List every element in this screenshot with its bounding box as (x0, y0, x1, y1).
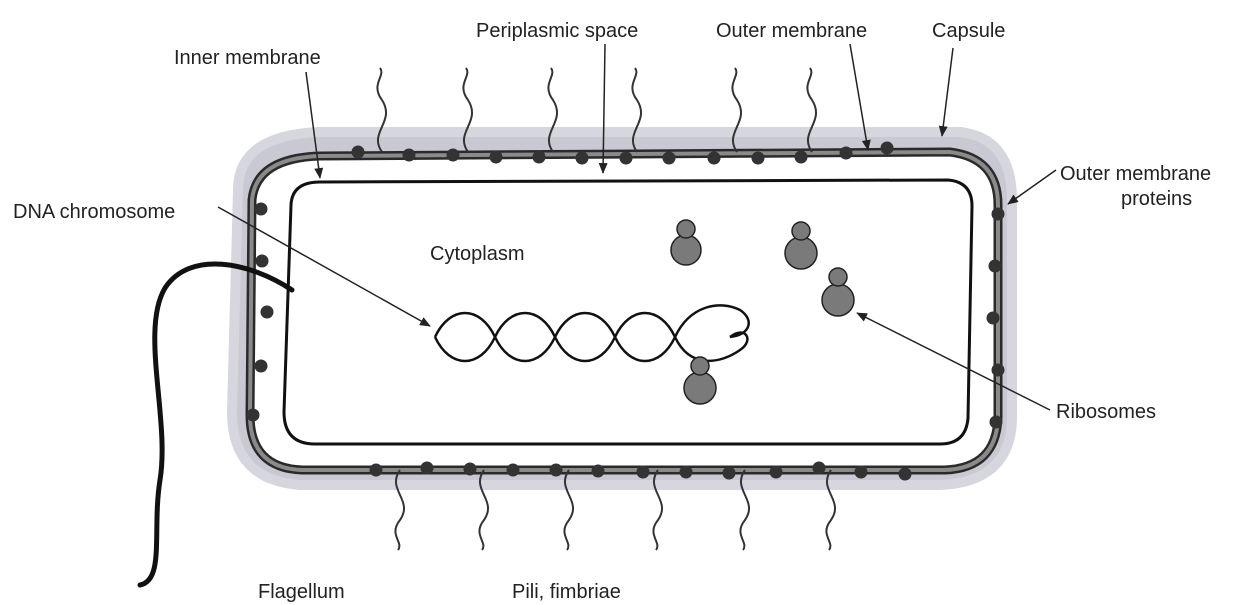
capsule-pointer (942, 48, 953, 136)
flagellum-label: Flagellum (258, 581, 345, 603)
outer-membrane-proteins-label-line1: Outer membrane (1060, 163, 1211, 185)
inner-membrane-label: Inner membrane (174, 47, 321, 69)
dna-chromosome-label: DNA chromosome (13, 201, 175, 223)
ribosomes-label: Ribosomes (1056, 401, 1156, 423)
outer-membrane-proteins-label-line2: proteins (1121, 188, 1192, 210)
capsule-label: Capsule (932, 20, 1005, 42)
outer-membrane-label: Outer membrane (716, 20, 867, 42)
periplasmic-space-label: Periplasmic space (476, 20, 638, 42)
inner-membrane (284, 180, 972, 444)
pili-fimbriae-label: Pili, fimbriae (512, 581, 621, 603)
cytoplasm-label: Cytoplasm (430, 243, 524, 265)
